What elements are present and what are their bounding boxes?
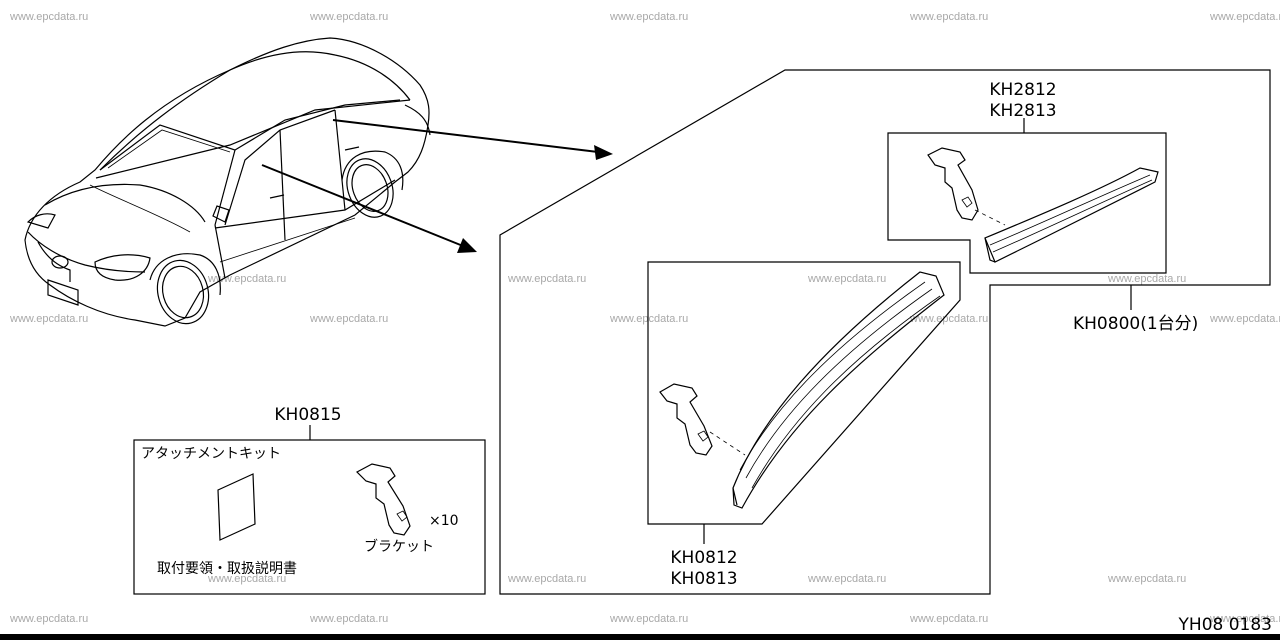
watermark: www.epcdata.ru — [309, 613, 388, 625]
front-visor-group: KH0812 KH0813 — [647, 261, 961, 589]
bracket-label: ブラケット — [364, 538, 434, 555]
watermark: www.epcdata.ru — [1209, 11, 1280, 23]
rear-visor-group: KH2812 KH2813 — [887, 80, 1167, 274]
attachment-kit-title: アタッチメントキット — [141, 446, 281, 462]
pointer-arrows — [261, 119, 613, 253]
watermark: www.epcdata.ru — [507, 573, 586, 585]
watermark: www.epcdata.ru — [9, 11, 88, 23]
rear-visor-strip — [984, 167, 1159, 263]
watermark: www.epcdata.ru — [909, 11, 988, 23]
front-visor-strip — [732, 271, 945, 509]
part-number-kh0800: KH0800(1台分) — [1073, 314, 1198, 334]
watermark: www.epcdata.ru — [909, 313, 988, 325]
part-number-kh0815: KH0815 — [274, 405, 341, 425]
kit-bracket-icon — [356, 463, 411, 536]
watermark: www.epcdata.ru — [309, 313, 388, 325]
bracket-quantity: ×10 — [429, 513, 459, 529]
watermark: www.epcdata.ru — [1107, 573, 1186, 585]
watermark: www.epcdata.ru — [207, 273, 286, 285]
watermark: www.epcdata.ru — [507, 273, 586, 285]
part-number-kh0812: KH0812 — [670, 548, 737, 568]
watermark: www.epcdata.ru — [1209, 313, 1280, 325]
watermark: www.epcdata.ru — [807, 273, 886, 285]
front-bracket-icon — [659, 383, 713, 456]
car-illustration — [24, 37, 431, 327]
watermark: www.epcdata.ru — [609, 613, 688, 625]
watermark: www.epcdata.ru — [609, 313, 688, 325]
attachment-kit-group: KH0815 アタッチメントキット 取付要領・取扱説明書 ×10 ブラケット — [133, 405, 486, 595]
watermark: www.epcdata.ru — [1107, 273, 1186, 285]
rear-bracket-icon — [927, 147, 979, 221]
part-number-kh2813: KH2813 — [989, 101, 1056, 121]
watermark: www.epcdata.ru — [207, 573, 286, 585]
diagram-code: YH08 0183 — [1178, 615, 1272, 635]
watermark: www.epcdata.ru — [309, 11, 388, 23]
manual-sheet-icon — [217, 473, 256, 541]
part-number-kh2812: KH2812 — [989, 80, 1056, 100]
bottom-border — [0, 634, 1280, 640]
watermark: www.epcdata.ru — [9, 313, 88, 325]
front-visor-box — [647, 261, 961, 525]
watermark-layer: www.epcdata.ru www.epcdata.ru www.epcdat… — [9, 11, 1280, 625]
callout-frame — [499, 69, 1271, 595]
watermark: www.epcdata.ru — [909, 613, 988, 625]
manual-label: 取付要領・取扱説明書 — [157, 560, 297, 577]
watermark: www.epcdata.ru — [9, 613, 88, 625]
part-number-kh0813: KH0813 — [670, 569, 737, 589]
attachment-kit-box — [133, 439, 486, 595]
watermark: www.epcdata.ru — [1209, 613, 1280, 625]
rear-visor-box — [887, 132, 1167, 274]
watermark: www.epcdata.ru — [609, 11, 688, 23]
watermark: www.epcdata.ru — [807, 573, 886, 585]
